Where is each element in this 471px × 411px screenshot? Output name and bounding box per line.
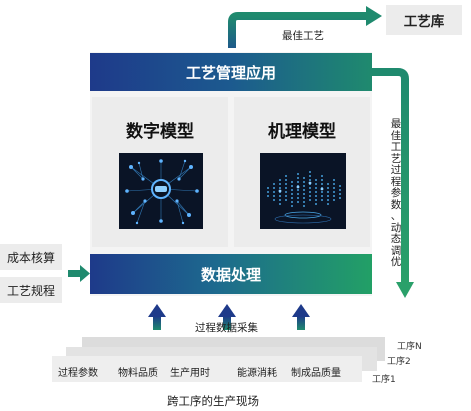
vertical-char: 艺 bbox=[390, 152, 402, 165]
digital-model-title: 数字模型 bbox=[126, 122, 194, 142]
left-input-arrow-shaft bbox=[68, 270, 82, 277]
column-material-quality: 物料品质 bbox=[118, 368, 158, 379]
vertical-char: 工 bbox=[390, 141, 402, 153]
digital-model-image bbox=[119, 153, 203, 229]
layer-2-label: 工序2 bbox=[387, 357, 411, 367]
data-processing-bar: 数据处理 bbox=[90, 254, 372, 294]
vertical-char: 态 bbox=[390, 233, 402, 245]
data-processing-label: 数据处理 bbox=[200, 265, 261, 284]
vertical-char: 过 bbox=[390, 164, 402, 176]
right-vertical-label: 最 佳 工 艺 过 程 参 数 、 动 态 调 优 bbox=[389, 118, 403, 269]
vertical-char: 调 bbox=[390, 244, 402, 257]
process-spec-box: 工艺规程 bbox=[0, 277, 62, 303]
vertical-char: 动 bbox=[390, 221, 402, 234]
column-product-quality: 制成品质量 bbox=[291, 368, 341, 379]
network-graph-illustration bbox=[125, 159, 199, 225]
right-feedback-path bbox=[372, 68, 409, 284]
layer-1 bbox=[52, 356, 362, 382]
vertical-char: 、 bbox=[390, 210, 402, 222]
process-library-box: 工艺库 bbox=[386, 5, 462, 35]
mechanism-model-image bbox=[260, 153, 346, 229]
up-arrow-2 bbox=[218, 304, 236, 330]
best-process-label: 最佳工艺 bbox=[282, 30, 324, 42]
up-arrow-3 bbox=[292, 304, 310, 330]
footer-caption: 跨工序的生产现场 bbox=[167, 394, 259, 408]
left-input-arrow-head bbox=[80, 265, 90, 282]
cost-accounting-label: 成本核算 bbox=[6, 250, 55, 265]
vertical-char: 佳 bbox=[390, 129, 402, 142]
data-collection-label: 过程数据采集 bbox=[195, 322, 258, 334]
column-production-time: 生产用时 bbox=[170, 368, 210, 379]
app-bar-label: 工艺管理应用 bbox=[185, 63, 276, 82]
mechanism-model-title: 机理模型 bbox=[268, 122, 336, 142]
column-energy-consumption: 能源消耗 bbox=[237, 368, 277, 379]
mechanism-model-panel: 机理模型 bbox=[234, 97, 370, 247]
vertical-char: 参 bbox=[390, 187, 402, 199]
data-bars-illustration bbox=[267, 171, 341, 224]
digital-model-panel: 数字模型 bbox=[92, 97, 228, 247]
column-process-params: 过程参数 bbox=[58, 368, 98, 379]
arrow-to-library-head bbox=[366, 6, 382, 26]
layer-1-label: 工序1 bbox=[372, 375, 396, 385]
process-library-label: 工艺库 bbox=[403, 14, 445, 30]
right-feedback-head bbox=[396, 282, 414, 298]
arrow-to-library-path bbox=[228, 12, 368, 48]
cost-accounting-box: 成本核算 bbox=[0, 244, 62, 270]
vertical-char: 最 bbox=[390, 118, 402, 130]
vertical-char: 程 bbox=[390, 175, 402, 188]
vertical-char: 优 bbox=[390, 256, 402, 268]
vertical-char: 数 bbox=[390, 198, 402, 211]
up-arrow-1 bbox=[148, 304, 166, 330]
layer-n-label: 工序N bbox=[397, 342, 422, 352]
process-management-app-bar: 工艺管理应用 bbox=[90, 53, 372, 91]
process-spec-label: 工艺规程 bbox=[6, 283, 55, 298]
